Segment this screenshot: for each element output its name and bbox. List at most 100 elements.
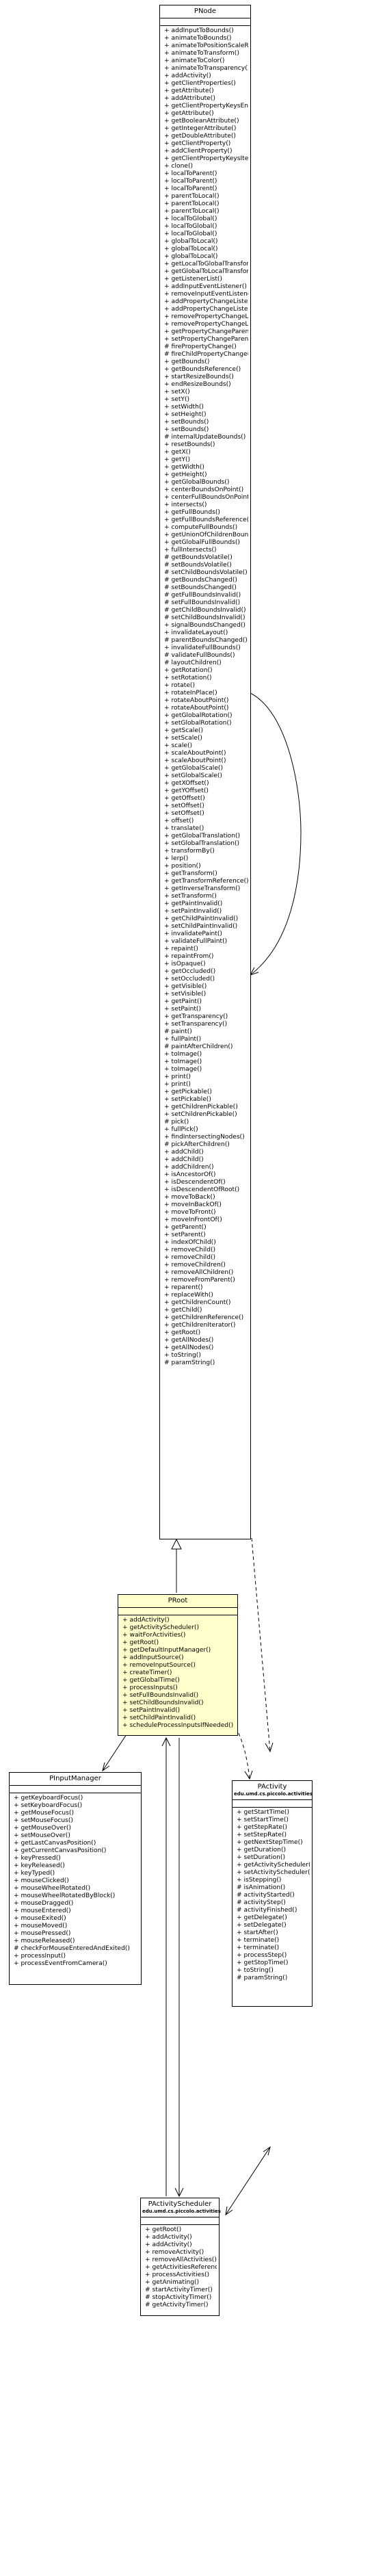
class-header: PActivityScheduler edu.umd.cs.piccolo.ac… bbox=[141, 2198, 221, 2217]
class-header: PNode bbox=[160, 5, 250, 18]
operation: # validateFullBounds() bbox=[164, 652, 235, 659]
operation: + moveToFront() bbox=[164, 1209, 216, 1216]
operation: + scaleAboutPoint() bbox=[164, 750, 226, 757]
operation: + getActivityScheduler() bbox=[237, 1862, 310, 1869]
operation: + getTransformReference() bbox=[164, 878, 248, 885]
operation: + invalidatePaint() bbox=[164, 931, 222, 937]
operation: + animateToPositionScaleRotation() bbox=[164, 42, 248, 49]
class-pinputmanager[interactable]: PInputManager + getKeyboardFocus()+ setK… bbox=[9, 1772, 142, 1985]
operation: + getWidth() bbox=[164, 464, 204, 471]
operation: + mouseEntered() bbox=[14, 1908, 71, 1914]
operation: # getBoundsVolatile() bbox=[164, 554, 233, 561]
operation: + getPaint() bbox=[164, 998, 202, 1005]
operation: + rotate() bbox=[164, 682, 196, 689]
class-name: PActivity bbox=[257, 1783, 287, 1791]
operation: + getCurrentCanvasPosition() bbox=[14, 1847, 107, 1854]
operation: + scheduleProcessInputsIfNeeded() bbox=[122, 1722, 234, 1729]
operation: # paint() bbox=[164, 1028, 192, 1035]
operation: + getChild() bbox=[164, 1307, 202, 1314]
attributes-compartment bbox=[160, 18, 250, 26]
inheritance-arrowhead bbox=[171, 1538, 182, 1550]
operation: + computeFullBounds() bbox=[164, 524, 238, 531]
operation: + setFullBoundsInvalid() bbox=[122, 1692, 199, 1699]
operation: + setPropertyChangeParentMask() bbox=[164, 336, 248, 343]
operation: + mouseDragged() bbox=[14, 1900, 74, 1907]
operation: + setOffset() bbox=[164, 810, 204, 817]
operation: + setGlobalTranslation() bbox=[164, 840, 240, 847]
operation: + getY() bbox=[164, 456, 191, 463]
class-pnode[interactable]: PNode + addInputToBounds()+ animateToBou… bbox=[159, 5, 251, 1539]
operation: + moveInBackOf() bbox=[164, 1201, 222, 1208]
operation: + mouseMoved() bbox=[14, 1923, 68, 1929]
operation: + setBounds() bbox=[164, 426, 209, 433]
association-arrowhead-root-a bbox=[161, 1736, 171, 1747]
operation: + animateToTransparency() bbox=[164, 65, 248, 72]
operation: + getStopTime() bbox=[237, 1960, 289, 1966]
operation: + addInputEventListener() bbox=[164, 283, 247, 290]
operation: + setHeight() bbox=[164, 411, 207, 418]
operation: + setPaint() bbox=[164, 1006, 202, 1013]
class-pactivityscheduler[interactable]: PActivityScheduler edu.umd.cs.piccolo.ac… bbox=[140, 2198, 221, 2316]
operation: + createTimer() bbox=[122, 1669, 172, 1676]
operation: + setStepRate() bbox=[237, 1832, 287, 1838]
operations-compartment: + addInputToBounds()+ animateToBounds()+… bbox=[160, 26, 250, 1368]
operation: # firePropertyChange() bbox=[164, 343, 237, 350]
operation: + setDuration() bbox=[237, 1854, 286, 1861]
operation: + getGlobalTime() bbox=[122, 1677, 180, 1684]
operation: + removeAllActivities() bbox=[145, 2256, 217, 2263]
association-line-activity-scheduler bbox=[225, 2146, 271, 2215]
operation: + setTransform() bbox=[164, 893, 217, 900]
dependency-arrowhead-root-activity bbox=[244, 1770, 253, 1780]
operation: + mousePressed() bbox=[14, 1930, 71, 1937]
operation: + clone() bbox=[164, 163, 194, 170]
operation: + getAnimating() bbox=[145, 2279, 200, 2286]
operation: + rotateInPlace() bbox=[164, 690, 217, 697]
operation: # setChildBoundsInvalid() bbox=[164, 614, 245, 621]
attributes-compartment bbox=[118, 1608, 237, 1615]
association-arrowhead-activity bbox=[263, 2146, 271, 2156]
operation: + setOffset() bbox=[164, 803, 204, 809]
class-proot[interactable]: PRoot + addActivity()+ getActivitySchedu… bbox=[118, 1594, 238, 1736]
operation: # internalUpdateBounds() bbox=[164, 434, 246, 441]
operation: + fullPaint() bbox=[164, 1036, 202, 1043]
operation: + globalToLocal() bbox=[164, 238, 218, 245]
operation: + addActivity() bbox=[145, 2241, 192, 2248]
operation: + keyPressed() bbox=[14, 1855, 61, 1862]
operation: + getRoot() bbox=[164, 1329, 201, 1336]
operation: + addChild() bbox=[164, 1156, 204, 1163]
operation: + setVisible() bbox=[164, 991, 207, 998]
operation: + startAfter() bbox=[237, 1929, 278, 1936]
operation: + parentToLocal() bbox=[164, 208, 220, 215]
operation: + getTransparency() bbox=[164, 1013, 228, 1020]
operation: + localToGlobal() bbox=[164, 216, 217, 222]
operation: + getListenerList() bbox=[164, 276, 223, 283]
operation: + getTransform() bbox=[164, 870, 217, 877]
operation: + getAttribute() bbox=[164, 88, 214, 94]
operation: + mouseWheelRotatedByBlock() bbox=[14, 1892, 116, 1899]
operation: + rotateAboutPoint() bbox=[164, 705, 229, 712]
operation: + addActivity() bbox=[122, 1617, 170, 1624]
operation: + toString() bbox=[237, 1967, 274, 1974]
operation: + localToGlobal() bbox=[164, 231, 217, 237]
association-arrowhead-scheduler-b bbox=[174, 2187, 184, 2198]
operation: + mouseReleased() bbox=[14, 1938, 75, 1944]
operation: # layoutChildren() bbox=[164, 660, 222, 666]
operation: + setY() bbox=[164, 396, 190, 403]
operation: + getLocalToGlobalTransform() bbox=[164, 261, 248, 268]
operation: # isAnimation() bbox=[237, 1884, 286, 1891]
operation: + getKeyboardFocus() bbox=[14, 1795, 83, 1801]
operation: + localToParent() bbox=[164, 170, 217, 177]
operation: + getInverseTransform() bbox=[164, 885, 241, 892]
operation: + getScale() bbox=[164, 727, 204, 734]
operation: + getStartTime() bbox=[237, 1809, 290, 1816]
operation: + addAttribute() bbox=[164, 95, 215, 102]
operations-compartment: + getKeyboardFocus()+ setKeyboardFocus()… bbox=[10, 1793, 141, 1969]
operation: + getBounds() bbox=[164, 359, 210, 365]
operation: # getFullBoundsInvalid() bbox=[164, 592, 241, 599]
operation: + getVisible() bbox=[164, 983, 207, 990]
operation: + invalidateFullBounds() bbox=[164, 645, 241, 651]
operation: + position() bbox=[164, 863, 201, 870]
class-pactivity[interactable]: PActivity edu.umd.cs.piccolo.activities … bbox=[232, 1780, 313, 2007]
operation: + getDelegate() bbox=[237, 1914, 287, 1921]
